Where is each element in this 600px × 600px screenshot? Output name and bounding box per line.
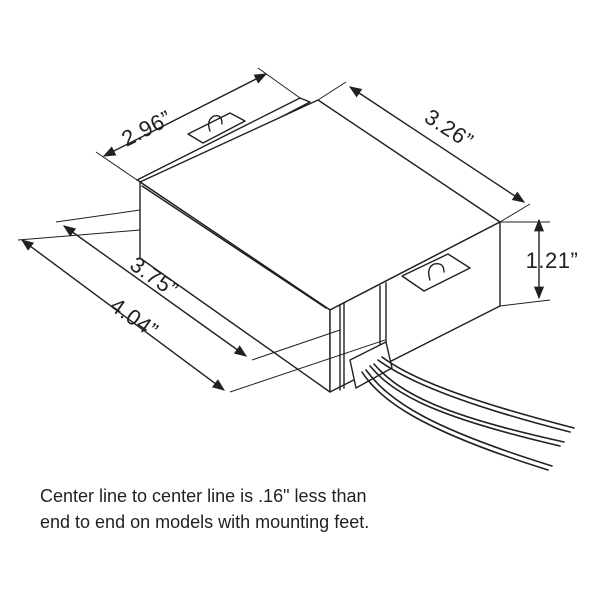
- lead-wire: [381, 356, 575, 429]
- front-foot-slot: [427, 262, 445, 281]
- lead-wire: [365, 369, 553, 467]
- note-line: end to end on models with mounting feet.: [40, 512, 370, 532]
- lead-wire: [361, 371, 549, 471]
- lead-wire: [377, 359, 571, 433]
- extension-line: [229, 339, 386, 393]
- extension-line: [17, 229, 141, 241]
- note-line: Center line to center line is .16" less …: [40, 486, 367, 506]
- extension-line: [251, 329, 341, 361]
- lead-wires: [361, 356, 575, 471]
- lead-wire: [373, 363, 565, 443]
- dim-line-side-depth: [348, 86, 526, 203]
- mounting-note: Center line to center line is .16" less …: [40, 483, 580, 535]
- extension-line: [317, 81, 347, 101]
- front-mounting-foot: [401, 253, 471, 292]
- dim-line-top-width: [102, 73, 268, 157]
- extension-line: [55, 209, 141, 223]
- dim-line-overall-length: [20, 239, 226, 391]
- dim-label-top-width: 2.96”: [117, 105, 175, 151]
- extension-line: [257, 67, 301, 99]
- dim-label-side-depth: 3.26”: [420, 104, 478, 154]
- lead-wire: [369, 365, 561, 447]
- extension-line: [499, 299, 551, 307]
- dim-label-overall-length: 4.04”: [106, 293, 163, 344]
- extension-line: [499, 203, 531, 223]
- wire-strain-relief: [349, 341, 393, 389]
- extension-line: [95, 151, 138, 181]
- dim-label-height: 1.21”: [526, 248, 579, 273]
